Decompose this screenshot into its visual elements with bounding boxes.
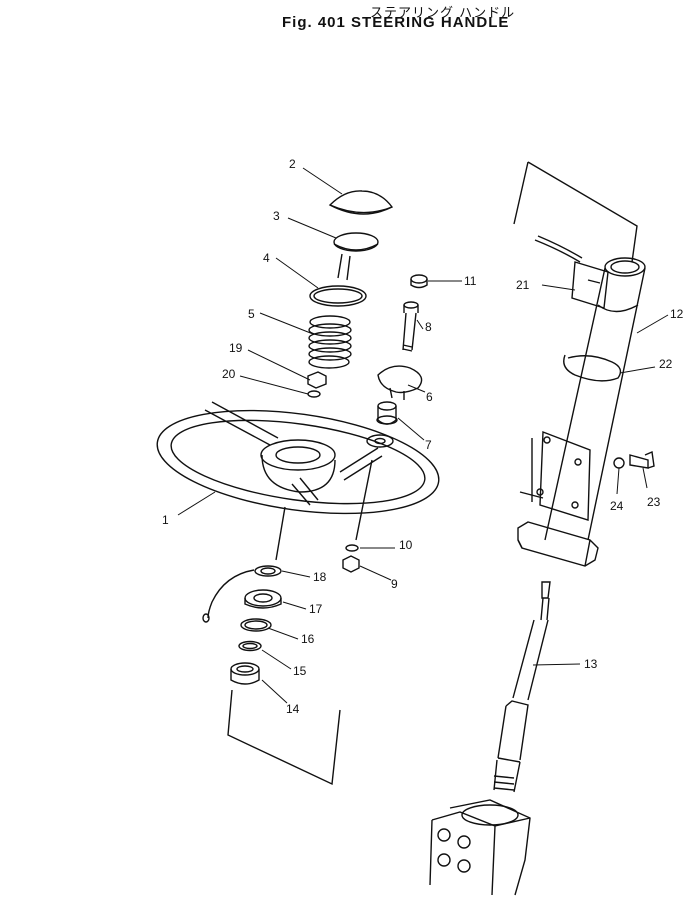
callout-13: 13 [584,657,598,671]
callout-7: 7 [425,438,432,452]
callout-10: 10 [399,538,413,552]
nut-9-part [342,555,360,573]
steering-column-part [517,257,646,567]
steering-wheel-part [156,401,440,515]
clamp-part [563,354,622,382]
callout-6: 6 [426,390,433,404]
callout-16: 16 [301,632,315,646]
callout-15: 15 [293,664,307,678]
callout-18: 18 [313,570,327,584]
callout-14: 14 [286,702,300,716]
callout-8: 8 [425,320,432,334]
callout-5: 5 [248,307,255,321]
bolt-cap-part [410,274,428,289]
callout-labels: 2 3 4 5 19 20 11 8 6 7 1 10 9 18 17 16 1… [162,157,684,716]
figure-title: Fig. 401 STEERING HANDLE [282,14,510,31]
snap-ring-part [309,285,367,307]
callout-4: 4 [263,251,270,265]
leader-lines [177,167,669,704]
callout-1: 1 [162,513,169,527]
contact-plate-part [333,232,379,281]
callout-19: 19 [229,341,243,355]
callout-9: 9 [391,577,398,591]
bolt-part [402,301,419,352]
callout-11: 11 [464,274,477,288]
callout-17: 17 [309,602,323,616]
title-japanese: ステアリング ハンドル [370,6,516,21]
callout-24: 24 [610,499,624,513]
steering-shaft-part [493,581,551,793]
spring-part [308,315,352,369]
washer-part [307,390,321,398]
harness-part [534,235,609,309]
steering-valve-part [429,799,531,896]
callout-12: 12 [670,307,684,321]
callout-23: 23 [647,495,661,509]
bolt-23-part [629,450,655,469]
bushing-part [376,401,398,425]
callout-22: 22 [659,357,673,371]
nut-part [307,371,327,389]
callout-3: 3 [273,209,280,223]
horn-cap-part [328,190,394,215]
callout-2: 2 [289,157,296,171]
knob-part [377,365,423,400]
washer-10-part [345,544,359,552]
callout-21: 21 [516,278,530,292]
callout-20: 20 [222,367,236,381]
bearing-stack [202,565,282,685]
washer-24-part [613,457,625,469]
